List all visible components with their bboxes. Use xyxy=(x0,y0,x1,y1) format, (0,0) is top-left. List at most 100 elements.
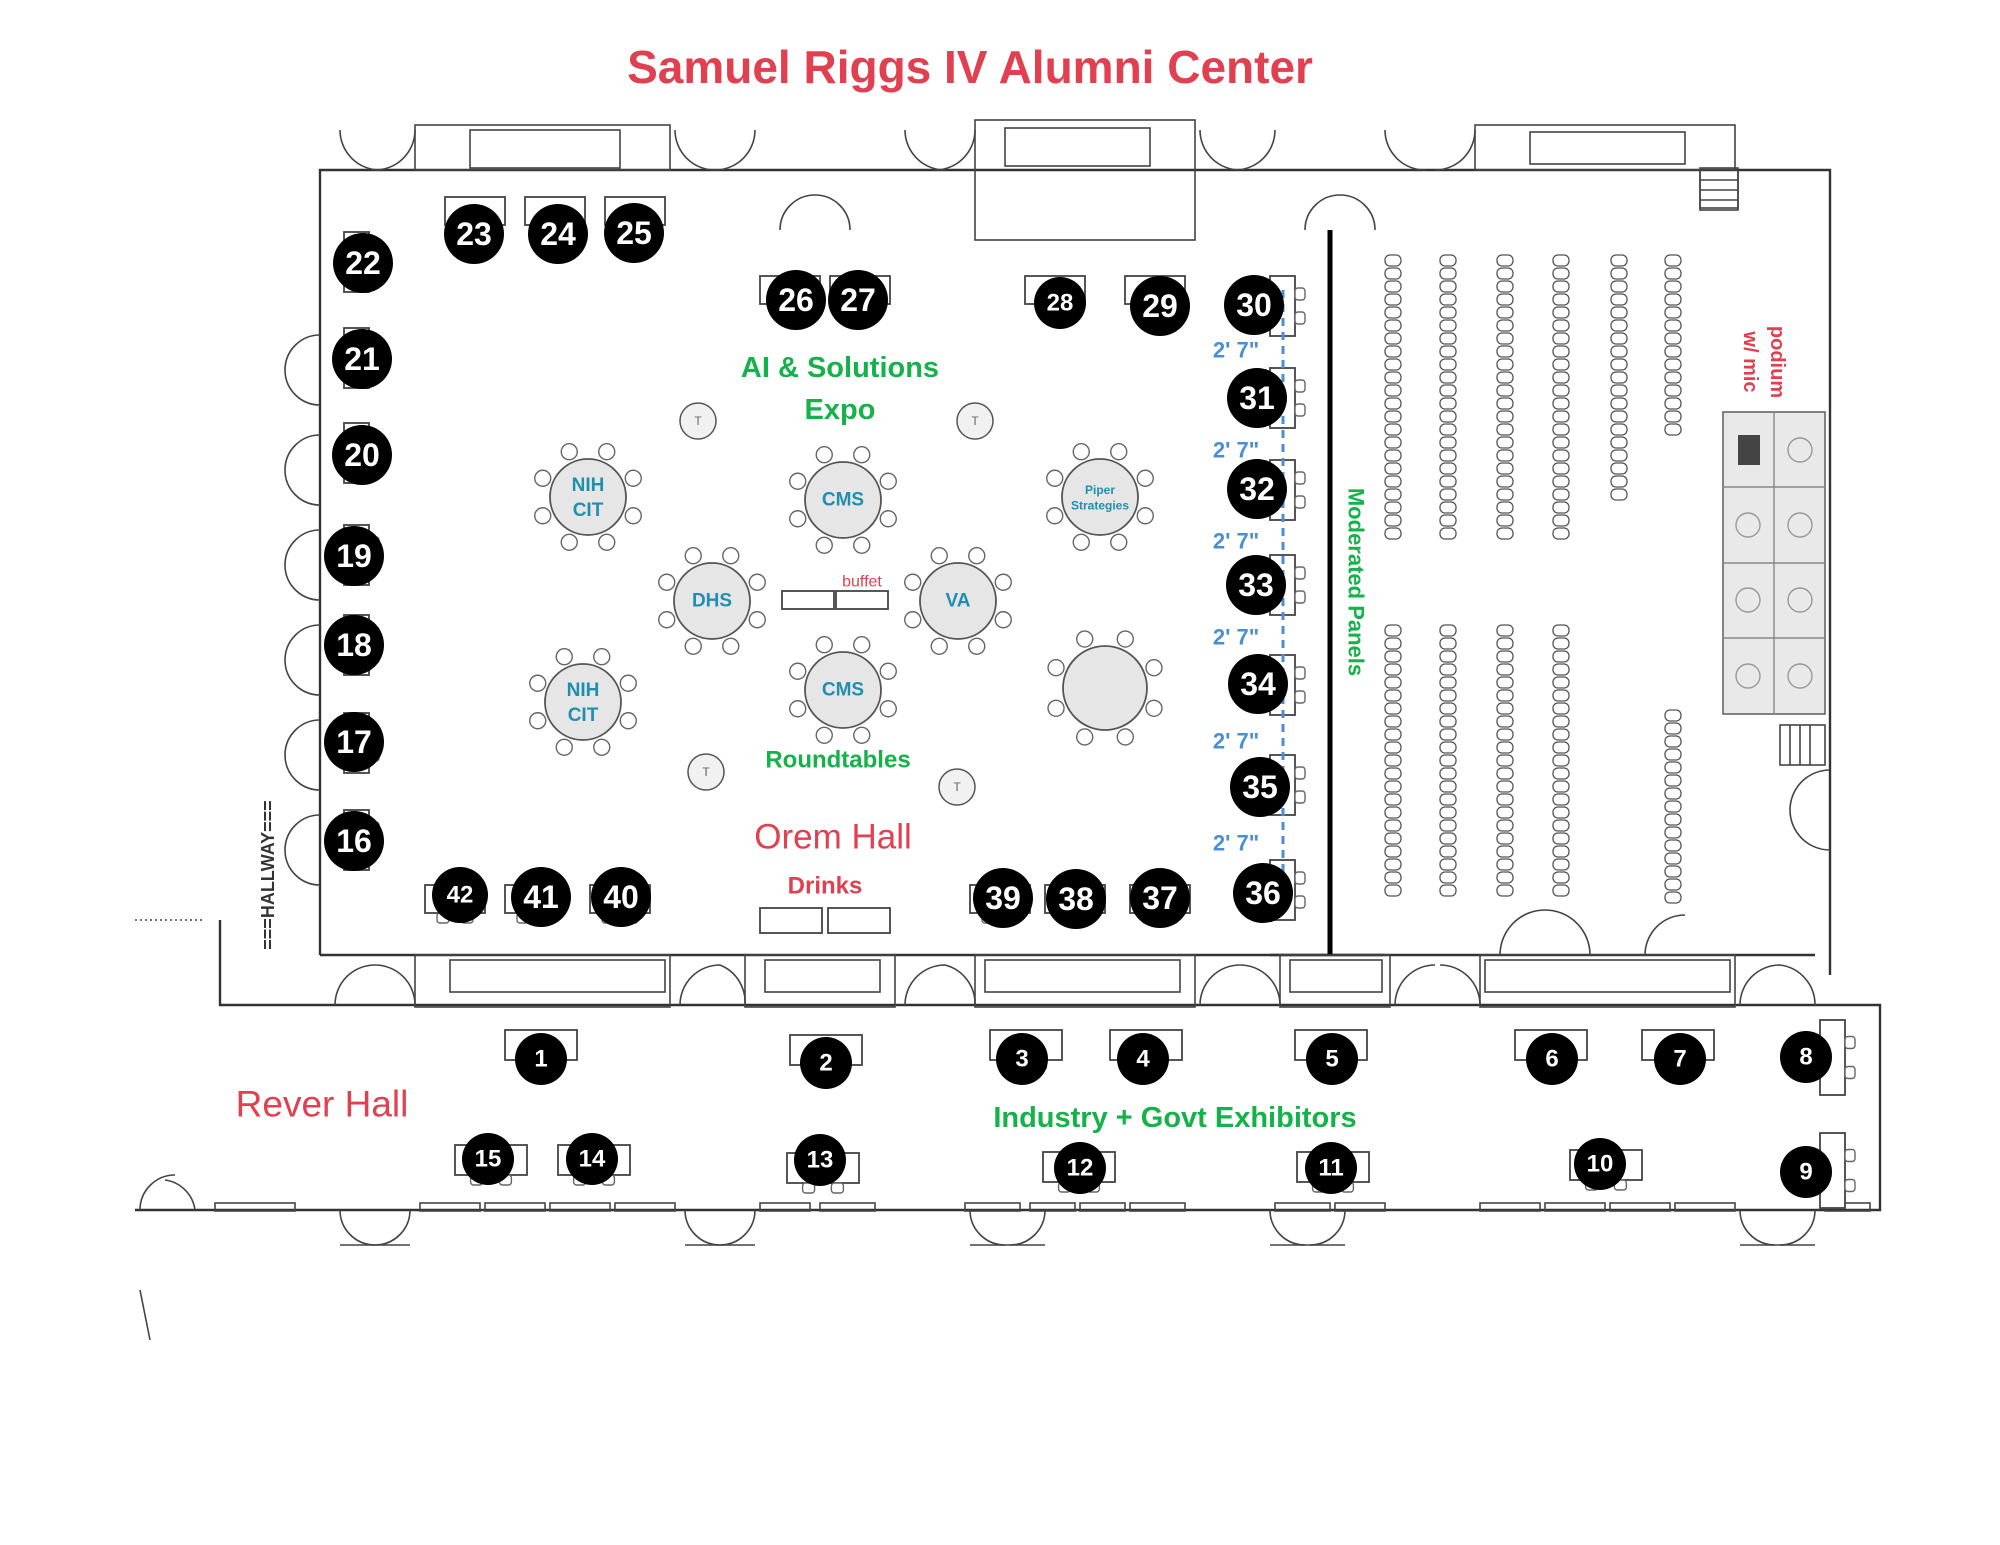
booth-badge[interactable] xyxy=(973,868,1033,928)
booth-8[interactable]: 8 xyxy=(1780,1031,1832,1083)
booth-badge[interactable] xyxy=(591,867,651,927)
booth-badge[interactable] xyxy=(766,270,826,330)
booth-badge[interactable] xyxy=(828,270,888,330)
booth-badge[interactable] xyxy=(1224,275,1284,335)
booth-badge[interactable] xyxy=(794,1134,846,1186)
booth-42[interactable]: 42 xyxy=(432,867,488,923)
booth-34[interactable]: 34 xyxy=(1228,654,1288,714)
booth-30[interactable]: 30 xyxy=(1224,275,1284,335)
booth-14[interactable]: 14 xyxy=(566,1133,618,1185)
booth-23[interactable]: 23 xyxy=(444,204,504,264)
booth-20[interactable]: 20 xyxy=(332,425,392,485)
booth-badge[interactable] xyxy=(528,204,588,264)
booth-number: 20 xyxy=(344,437,380,473)
booth-19[interactable]: 19 xyxy=(324,526,384,586)
booth-21[interactable]: 21 xyxy=(332,329,392,389)
booth-10[interactable]: 10 xyxy=(1574,1138,1626,1190)
booth-5[interactable]: 5 xyxy=(1306,1033,1358,1085)
booth-24[interactable]: 24 xyxy=(528,204,588,264)
booth-badge[interactable] xyxy=(1233,863,1293,923)
booth-7[interactable]: 7 xyxy=(1654,1033,1706,1085)
rever-hall-label: Rever Hall xyxy=(236,1084,409,1125)
booth-badge[interactable] xyxy=(324,712,384,772)
booth-badge[interactable] xyxy=(800,1037,852,1089)
chair xyxy=(684,637,702,655)
booth-4[interactable]: 4 xyxy=(1117,1033,1169,1085)
booth-38[interactable]: 38 xyxy=(1046,869,1106,929)
booth-badge[interactable] xyxy=(333,233,393,293)
chair xyxy=(853,536,871,554)
roundtable-label: VA xyxy=(946,591,971,612)
booth-badge[interactable] xyxy=(1305,1142,1357,1194)
booth-badge[interactable] xyxy=(1226,555,1286,615)
booth-22[interactable]: 22 xyxy=(333,233,393,293)
booth-badge[interactable] xyxy=(1654,1033,1706,1085)
booth-badge[interactable] xyxy=(1780,1031,1832,1083)
booth-badge[interactable] xyxy=(332,425,392,485)
booth-41[interactable]: 41 xyxy=(511,867,571,927)
booth-number: 41 xyxy=(523,879,559,915)
booth-badge[interactable] xyxy=(1574,1138,1626,1190)
booth-badge[interactable] xyxy=(1046,869,1106,929)
booth-badge[interactable] xyxy=(1130,868,1190,928)
booth-11[interactable]: 11 xyxy=(1305,1142,1357,1194)
booth-31[interactable]: 31 xyxy=(1227,368,1287,428)
booth-badge[interactable] xyxy=(1230,757,1290,817)
booth-28[interactable]: 28 xyxy=(1034,277,1086,329)
booth-16[interactable]: 16 xyxy=(324,811,384,871)
booth-badge[interactable] xyxy=(444,204,504,264)
booth-3[interactable]: 3 xyxy=(996,1033,1048,1085)
booth-39[interactable]: 39 xyxy=(973,868,1033,928)
booth-badge[interactable] xyxy=(1034,277,1086,329)
booth-18[interactable]: 18 xyxy=(324,615,384,675)
booth-25[interactable]: 25 xyxy=(604,203,664,263)
booth-badge[interactable] xyxy=(1526,1033,1578,1085)
booth-badge[interactable] xyxy=(604,203,664,263)
chair xyxy=(555,648,573,666)
chair xyxy=(1046,469,1064,487)
booth-badge[interactable] xyxy=(1306,1033,1358,1085)
booth-badge[interactable] xyxy=(1227,459,1287,519)
booth-badge[interactable] xyxy=(324,811,384,871)
booth-badge[interactable] xyxy=(332,329,392,389)
booth-badge[interactable] xyxy=(1780,1146,1832,1198)
booth-1[interactable]: 1 xyxy=(515,1033,567,1085)
booth-badge[interactable] xyxy=(1228,654,1288,714)
booth-badge[interactable] xyxy=(324,526,384,586)
booth-badge[interactable] xyxy=(566,1133,618,1185)
booth-2[interactable]: 2 xyxy=(800,1037,852,1089)
chair xyxy=(555,738,573,756)
booth-35[interactable]: 35 xyxy=(1230,757,1290,817)
booth-badge[interactable] xyxy=(1227,368,1287,428)
booth-26[interactable]: 26 xyxy=(766,270,826,330)
chair xyxy=(1294,666,1306,680)
chair xyxy=(904,611,922,629)
booth-badge[interactable] xyxy=(515,1033,567,1085)
booth-32[interactable]: 32 xyxy=(1227,459,1287,519)
booth-badge[interactable] xyxy=(996,1033,1048,1085)
chair xyxy=(1294,311,1306,325)
booth-12[interactable]: 12 xyxy=(1054,1142,1106,1194)
booth-badge[interactable] xyxy=(1130,276,1190,336)
booth-badge[interactable] xyxy=(511,867,571,927)
booth-15[interactable]: 15 xyxy=(462,1133,514,1185)
booth-33[interactable]: 33 xyxy=(1226,555,1286,615)
chair xyxy=(1294,471,1306,485)
booth-29[interactable]: 29 xyxy=(1130,276,1190,336)
booth-36[interactable]: 36 xyxy=(1233,863,1293,923)
booth-13[interactable]: 13 xyxy=(794,1134,846,1186)
booth-badge[interactable] xyxy=(1117,1033,1169,1085)
booth-40[interactable]: 40 xyxy=(591,867,651,927)
booth-badge[interactable] xyxy=(1054,1142,1106,1194)
booth-6[interactable]: 6 xyxy=(1526,1033,1578,1085)
booth-17[interactable]: 17 xyxy=(324,712,384,772)
booth-37[interactable]: 37 xyxy=(1130,868,1190,928)
booth-9[interactable]: 9 xyxy=(1780,1146,1832,1198)
roundtable-label: CMS xyxy=(822,680,864,701)
booth-badge[interactable] xyxy=(462,1133,514,1185)
chair xyxy=(789,510,807,528)
booth-badge[interactable] xyxy=(324,615,384,675)
booth-badge[interactable] xyxy=(432,867,488,923)
booth-27[interactable]: 27 xyxy=(828,270,888,330)
chair xyxy=(904,573,922,591)
